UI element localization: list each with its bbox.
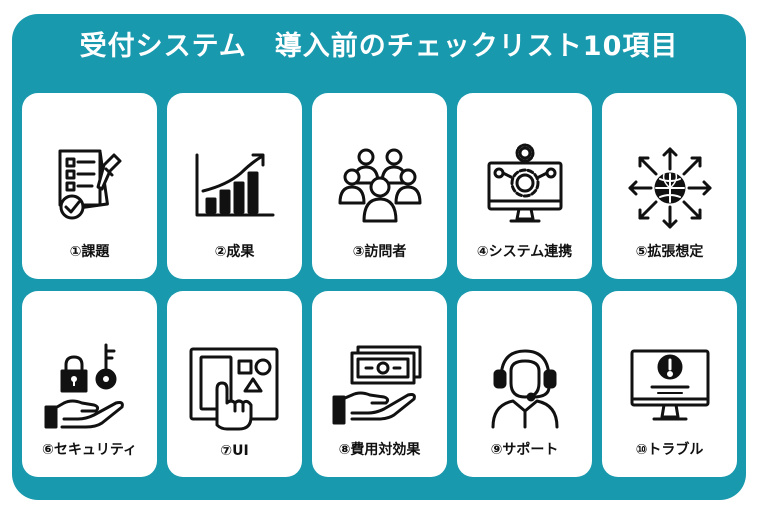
money-hand-icon [332,341,428,431]
card-kadai[interactable]: ①課題 [22,93,157,279]
page-title: 受付システム 導入前のチェックリスト10項目 [79,31,679,62]
card-label: ④システム連携 [476,244,573,260]
card-label: ⑦UI [220,443,249,459]
card-label: ②成果 [214,244,255,260]
card-ui[interactable]: ⑦UI [167,291,302,477]
touch-screen-icon [187,341,283,431]
card-label: ①課題 [69,244,110,260]
checklist-panel: 受付システム 導入前のチェックリスト10項目 [12,14,746,500]
people-group-icon [332,143,428,233]
monitor-alert-icon [622,341,718,431]
card-label: ⑩トラブル [635,442,704,458]
clipboard-checklist-icon [42,143,138,233]
card-kakuchou[interactable]: ⑤拡張想定 [602,93,737,279]
card-label: ⑧費用対効果 [338,442,421,458]
card-seika[interactable]: ②成果 [167,93,302,279]
headset-operator-icon [477,341,573,431]
card-label: ⑤拡張想定 [635,244,704,260]
card-trouble[interactable]: ⑩トラブル [602,291,737,477]
card-hiyoutaikouka[interactable]: ⑧費用対効果 [312,291,447,477]
card-houmonsha[interactable]: ③訪問者 [312,93,447,279]
card-system-renkei[interactable]: ④システム連携 [457,93,592,279]
card-label: ③訪問者 [352,244,407,260]
growth-chart-icon [187,143,283,233]
monitor-gears-icon [477,143,573,233]
card-label: ⑨サポート [490,442,559,458]
card-support[interactable]: ⑨サポート [457,291,592,477]
card-label: ⑥セキュリティ [41,442,137,458]
globe-expand-icon [622,143,718,233]
checklist-grid: ①課題 ②成果 [22,93,737,488]
card-security[interactable]: ⑥セキュリティ [22,291,157,477]
lock-key-hand-icon [42,341,138,431]
